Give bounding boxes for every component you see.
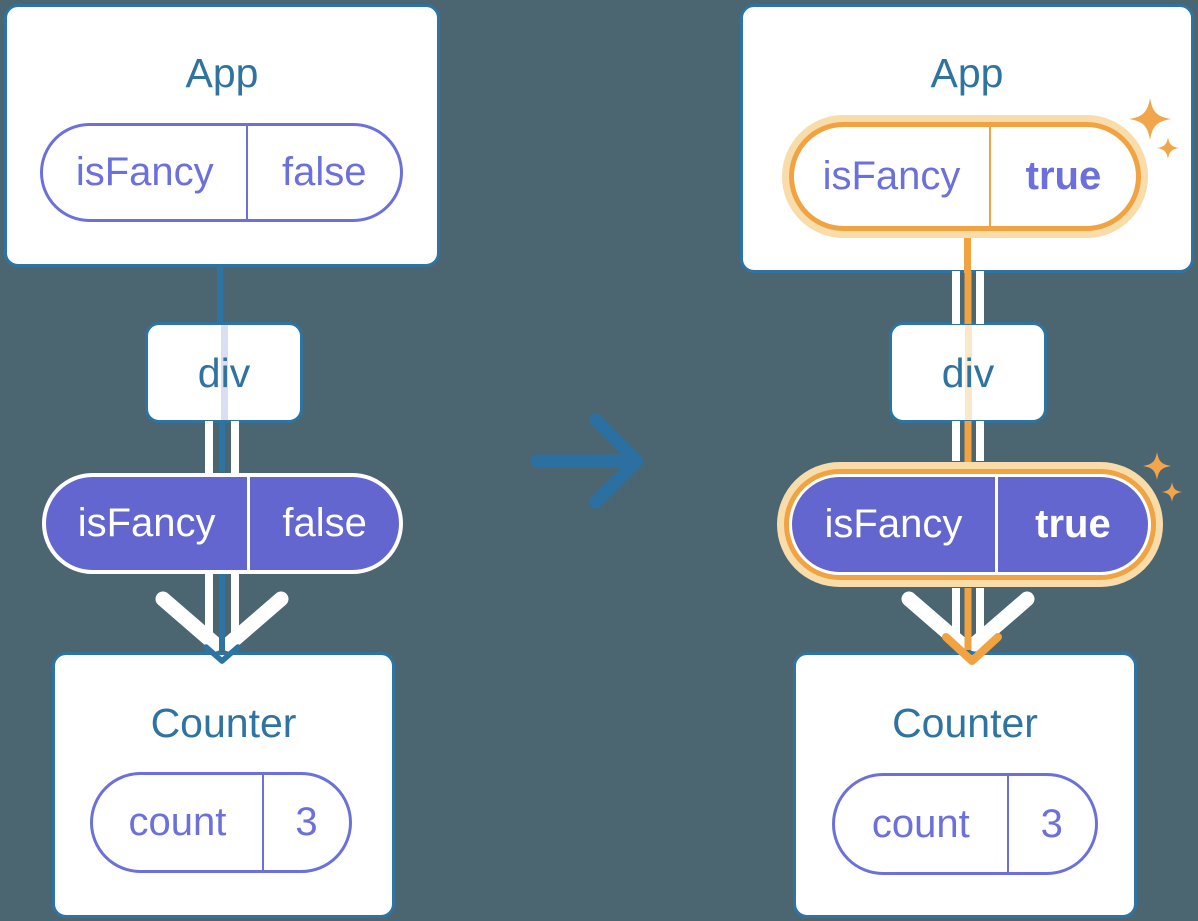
after-counter-title: Counter xyxy=(892,700,1038,746)
prop-value: true xyxy=(994,477,1148,572)
before-counter-card: Counter count 3 xyxy=(52,652,395,918)
state-value: 3 xyxy=(1006,776,1095,872)
after-app-card: App isFancy true xyxy=(740,4,1194,273)
state-value: false xyxy=(246,126,400,219)
prop-flow-arrow xyxy=(155,574,289,664)
sparkle-icon xyxy=(1143,452,1182,502)
after-counter-state-pill: count 3 xyxy=(832,773,1098,875)
state-flow-line xyxy=(964,229,971,273)
before-counter-state-pill: count 3 xyxy=(90,772,352,873)
before-app-card: App isFancy false xyxy=(4,4,440,267)
before-app-state-pill: isFancy false xyxy=(40,123,403,222)
state-key: isFancy xyxy=(822,154,961,198)
before-prop-pill: isFancy false xyxy=(42,473,403,574)
state-value: true xyxy=(988,127,1136,226)
state-value: 3 xyxy=(261,775,349,870)
pass-through-line xyxy=(964,325,972,420)
prop-value: false xyxy=(247,477,399,570)
right-arrow-icon xyxy=(530,413,644,509)
after-app-title: App xyxy=(930,50,1004,96)
before-div-node: div xyxy=(145,322,303,423)
prop-flow-shaft xyxy=(205,421,239,473)
after-app-state-pill: isFancy true xyxy=(789,122,1141,231)
after-div-node: div xyxy=(889,322,1047,423)
before-app-title: App xyxy=(185,50,259,96)
before-div-label: div xyxy=(197,349,251,396)
after-div-label: div xyxy=(941,349,995,396)
pass-through-line xyxy=(220,325,228,420)
before-counter-title: Counter xyxy=(150,700,297,746)
after-prop-pill: isFancy true xyxy=(789,474,1151,575)
state-flow-shaft-mid xyxy=(952,421,984,462)
state-key: isFancy xyxy=(75,150,214,194)
state-flow-shaft-top xyxy=(952,271,984,324)
prop-key: isFancy xyxy=(824,502,963,546)
state-key: count xyxy=(128,800,227,844)
state-key: count xyxy=(871,801,970,846)
tree-edge xyxy=(217,265,223,324)
state-flow-arrow xyxy=(901,588,1035,665)
prop-key: isFancy xyxy=(77,501,216,545)
after-counter-card: Counter count 3 xyxy=(793,652,1137,918)
